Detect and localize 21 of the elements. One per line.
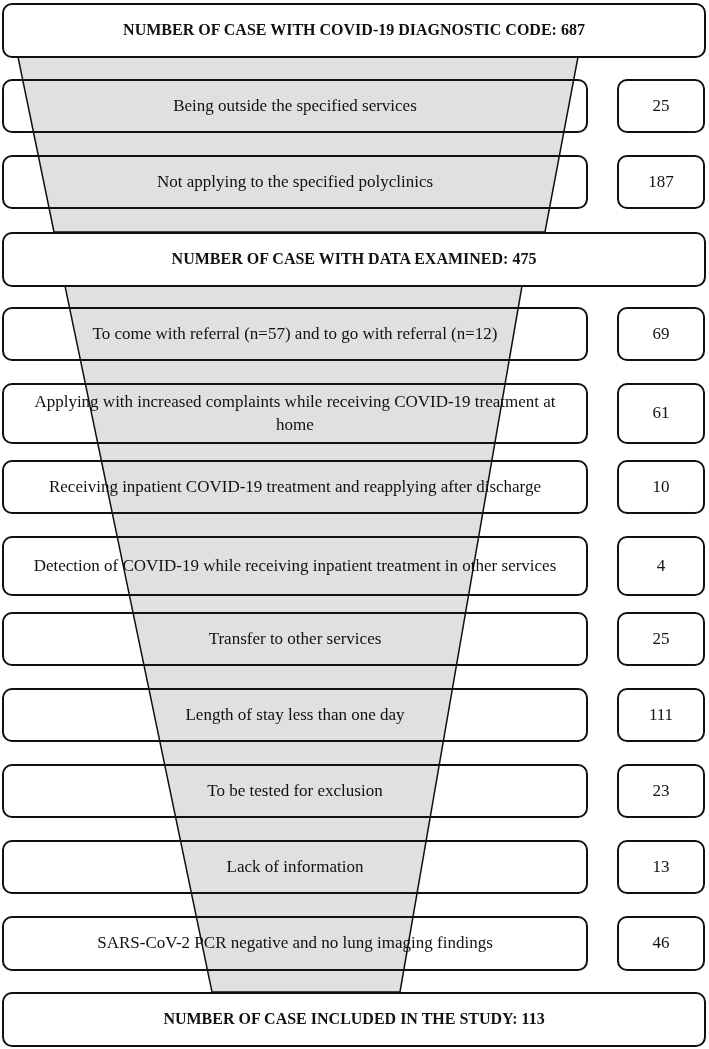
stage-box: NUMBER OF CASE WITH COVID-19 DIAGNOSTIC CODE: 687 — [2, 3, 706, 58]
count-box: 25 — [617, 612, 705, 666]
count-box: 25 — [617, 79, 705, 133]
exclusion-reason-box: Transfer to other services — [2, 612, 588, 666]
count-box: 13 — [617, 840, 705, 894]
count-box: 4 — [617, 536, 705, 596]
exclusion-reason-box: Length of stay less than one day — [2, 688, 588, 742]
stage-box: NUMBER OF CASE INCLUDED IN THE STUDY: 113 — [2, 992, 706, 1047]
count-box: 46 — [617, 916, 705, 971]
exclusion-reason-box: Being outside the specified services — [2, 79, 588, 133]
exclusion-reason-box: Not applying to the specified polyclinics — [2, 155, 588, 209]
count-box: 61 — [617, 383, 705, 444]
exclusion-reason-box: Lack of information — [2, 840, 588, 894]
count-box: 187 — [617, 155, 705, 209]
count-box: 10 — [617, 460, 705, 514]
exclusion-reason-box: To come with referral (n=57) and to go with referral (n=12) — [2, 307, 588, 361]
count-box: 23 — [617, 764, 705, 818]
count-box: 111 — [617, 688, 705, 742]
count-box: 69 — [617, 307, 705, 361]
stage-box: NUMBER OF CASE WITH DATA EXAMINED: 475 — [2, 232, 706, 287]
exclusion-reason-box: To be tested for exclusion — [2, 764, 588, 818]
